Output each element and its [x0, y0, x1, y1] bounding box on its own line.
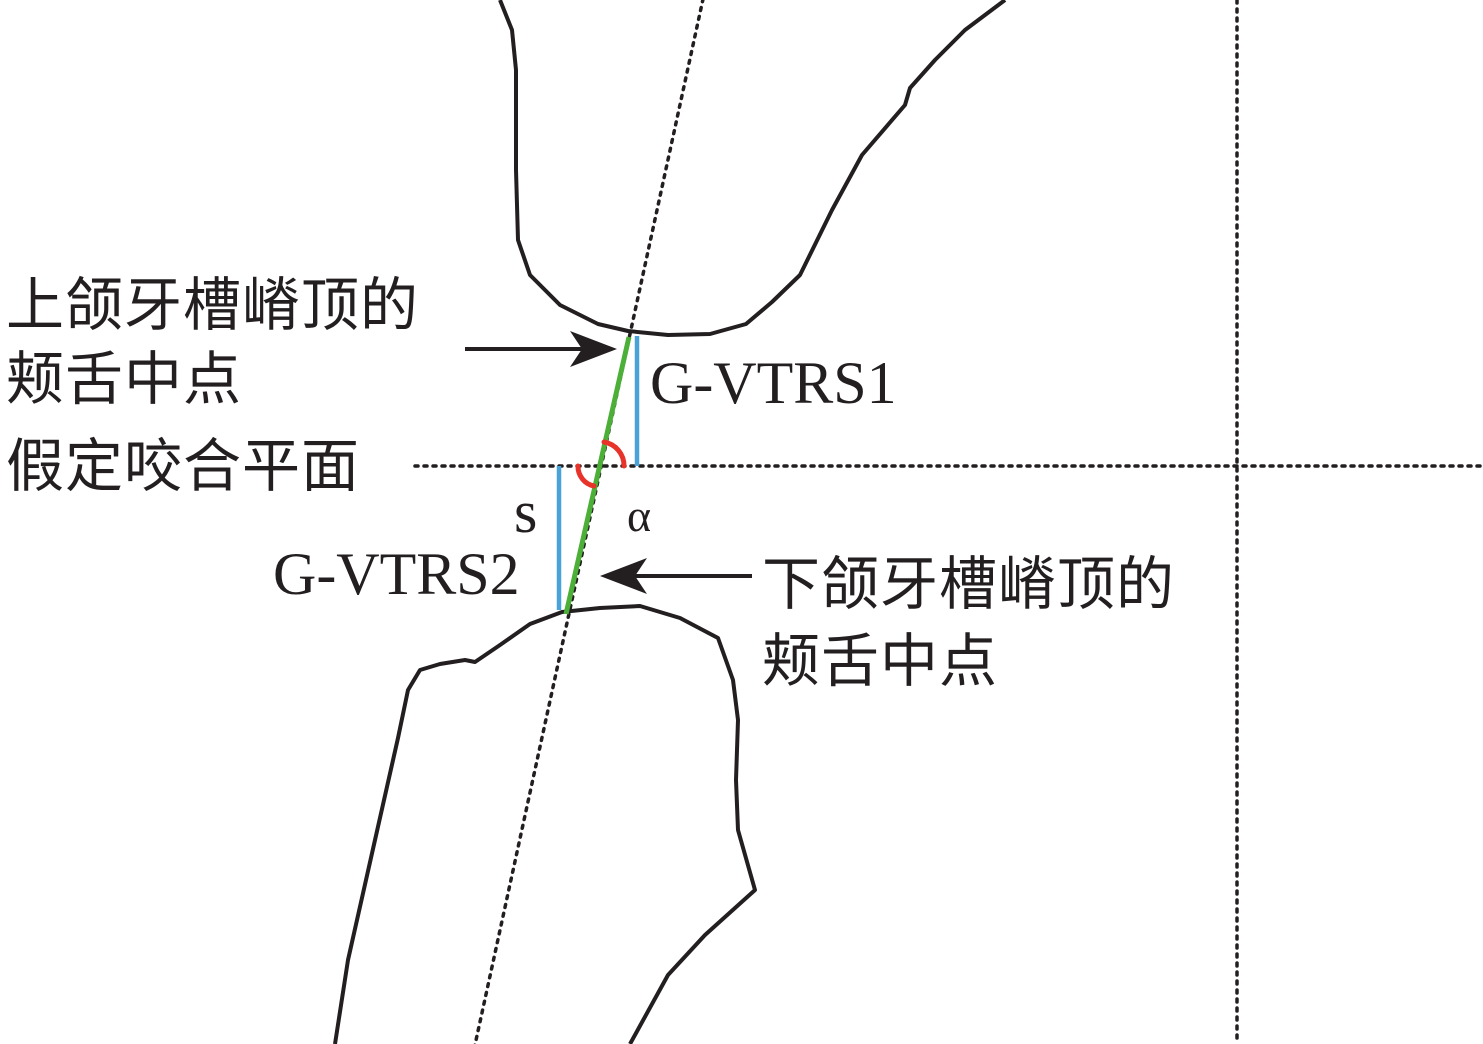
- occlusal-plane-label: 假定咬合平面: [6, 432, 361, 500]
- upper-ridge-label-line1: 上颌牙槽嵴顶的: [6, 271, 420, 339]
- ridge-midpoint-connector: [563, 336, 632, 615]
- upper-ridge-outline: [498, 0, 1007, 337]
- lower-arrow-head: [600, 558, 647, 594]
- lower-ridge-label-line1: 下颌牙槽嵴顶的: [762, 550, 1176, 618]
- lower-ridge-outline: [333, 604, 757, 1044]
- upper-ridge-label-line2: 颊舌中点: [6, 345, 243, 413]
- g-vtrs1-label: G-VTRS1: [650, 350, 897, 416]
- s-label: s: [514, 479, 538, 545]
- angle-alpha-arc-lower: [575, 463, 597, 489]
- upper-arrow-head: [570, 331, 617, 367]
- alpha-label: α: [627, 490, 652, 541]
- g-vtrs2-label: G-VTRS2: [273, 541, 520, 607]
- lower-ridge-label-line2: 颊舌中点: [762, 627, 999, 695]
- angle-alpha-arc: [601, 439, 627, 469]
